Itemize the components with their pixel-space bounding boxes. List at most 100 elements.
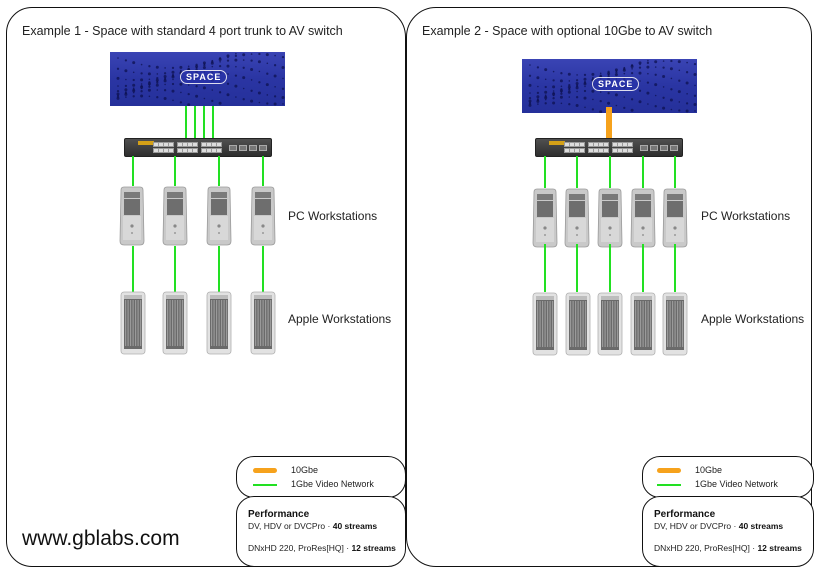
dot bbox=[685, 102, 689, 105]
network-link bbox=[132, 246, 134, 292]
legend-10g-swatch bbox=[253, 468, 277, 473]
ethernet-port bbox=[579, 148, 585, 153]
network-link bbox=[544, 244, 546, 292]
dot bbox=[156, 73, 159, 75]
space-storage-unit: SPACE bbox=[110, 52, 285, 106]
dot bbox=[227, 73, 229, 75]
apple-workstation bbox=[630, 292, 656, 356]
dot bbox=[202, 86, 206, 90]
dot bbox=[686, 93, 688, 95]
dot bbox=[662, 86, 665, 88]
dot bbox=[536, 66, 540, 69]
dot bbox=[171, 75, 175, 79]
dot bbox=[148, 65, 151, 68]
trunk-link bbox=[185, 106, 187, 138]
ethernet-port bbox=[192, 148, 198, 153]
legend-box: 10Gbe 1Gbe Video Network bbox=[642, 456, 814, 498]
dot bbox=[195, 66, 198, 69]
mac-pro-icon bbox=[206, 291, 232, 355]
dot bbox=[140, 63, 143, 66]
dot bbox=[552, 94, 555, 97]
performance-dv-value: 40 streams bbox=[738, 521, 784, 531]
dot bbox=[552, 97, 555, 100]
website-link[interactable]: www.gblabs.com bbox=[22, 527, 180, 550]
dot bbox=[219, 61, 221, 63]
dot bbox=[132, 89, 136, 93]
dot bbox=[179, 65, 183, 69]
ethernet-port bbox=[168, 148, 174, 153]
dot bbox=[179, 82, 183, 86]
dot bbox=[258, 81, 261, 84]
dot bbox=[156, 96, 159, 99]
dot bbox=[273, 64, 277, 67]
dot bbox=[116, 96, 120, 100]
dot bbox=[583, 77, 587, 81]
dot bbox=[647, 59, 649, 62]
dot bbox=[187, 103, 191, 106]
dot bbox=[638, 61, 642, 65]
dot bbox=[583, 89, 587, 93]
dot bbox=[623, 96, 626, 98]
sfp-port bbox=[229, 145, 237, 151]
dot bbox=[559, 95, 563, 99]
dot bbox=[282, 77, 284, 80]
pc-tower-icon bbox=[250, 186, 276, 246]
dot bbox=[258, 101, 261, 104]
dot bbox=[273, 102, 277, 106]
av-switch bbox=[124, 138, 272, 157]
performance-dnxhd-label: DNxHD 220, ProRes[HQ] · bbox=[654, 543, 758, 553]
dot bbox=[140, 94, 144, 98]
dot bbox=[584, 85, 586, 88]
dot bbox=[678, 109, 681, 112]
dot bbox=[544, 96, 548, 100]
dot bbox=[583, 82, 587, 86]
dot bbox=[591, 108, 595, 111]
mac-pro-icon bbox=[532, 292, 558, 356]
dot bbox=[599, 99, 602, 103]
dot bbox=[124, 59, 128, 62]
dot bbox=[124, 84, 128, 88]
network-link bbox=[609, 156, 611, 188]
sfp-port bbox=[650, 145, 658, 151]
dot bbox=[140, 72, 143, 75]
dot bbox=[281, 87, 285, 90]
dot bbox=[694, 84, 696, 87]
dot bbox=[529, 64, 531, 66]
network-link bbox=[218, 246, 220, 292]
ethernet-port bbox=[168, 142, 174, 147]
pc-tower-icon bbox=[564, 188, 590, 248]
dot bbox=[654, 73, 657, 76]
dot bbox=[544, 78, 547, 81]
pc-workstation bbox=[596, 188, 624, 248]
sfp-port bbox=[640, 145, 648, 151]
dot bbox=[226, 59, 230, 62]
dot bbox=[560, 102, 563, 105]
network-link bbox=[609, 244, 611, 292]
dot bbox=[258, 52, 261, 56]
dot bbox=[187, 65, 190, 68]
ethernet-port bbox=[216, 148, 222, 153]
pc-workstation bbox=[118, 186, 146, 246]
legend-box: 10Gbe 1Gbe Video Network bbox=[236, 456, 406, 498]
ethernet-port bbox=[216, 142, 222, 147]
network-link bbox=[674, 156, 676, 188]
dot bbox=[646, 91, 650, 95]
network-link bbox=[174, 156, 176, 186]
pc-workstation bbox=[249, 186, 277, 246]
dot bbox=[583, 96, 587, 100]
performance-dnxhd-label: DNxHD 220, ProRes[HQ] · bbox=[248, 543, 352, 553]
dot bbox=[607, 92, 610, 95]
dot bbox=[584, 106, 586, 109]
dot bbox=[544, 102, 547, 105]
dot bbox=[544, 90, 548, 94]
dot bbox=[575, 86, 579, 90]
mac-pro-icon bbox=[565, 292, 591, 356]
dot bbox=[560, 72, 563, 75]
dot bbox=[623, 106, 626, 110]
dot bbox=[140, 90, 143, 93]
performance-dv: DV, HDV or DVCPro · 40 streams bbox=[654, 521, 783, 531]
dot bbox=[147, 88, 151, 92]
space-logo: SPACE bbox=[180, 70, 228, 84]
dot bbox=[528, 99, 532, 103]
dot bbox=[250, 99, 254, 103]
